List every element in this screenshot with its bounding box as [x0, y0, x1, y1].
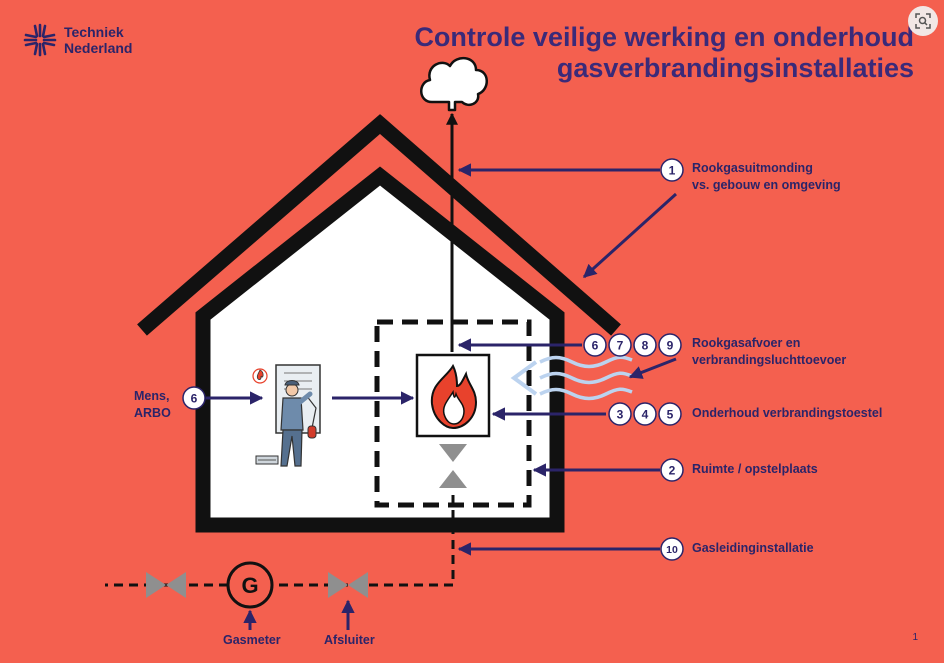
title-line-2: gasverbrandingsinstallaties	[556, 53, 914, 83]
label-2-line-1: Rookgasafvoer en	[692, 336, 801, 350]
title-line-1: Controle veilige werking en onderhoud	[414, 22, 914, 52]
gas-valve-left	[146, 572, 186, 598]
badge-10: 10	[660, 537, 684, 561]
svg-text:8: 8	[642, 339, 649, 353]
badge-9: 9	[658, 333, 682, 357]
technician-illustration	[252, 364, 321, 467]
label-1-line-2: vs. gebouw en omgeving	[692, 178, 841, 192]
label-2-line-2: verbrandingsluchttoevoer	[692, 353, 847, 367]
roof-outline	[137, 114, 621, 336]
arrow-1-roof	[582, 192, 678, 279]
label-arbo: ARBO	[134, 406, 171, 420]
label-mens: Mens,	[134, 389, 170, 403]
air-flow-icon	[510, 355, 633, 401]
svg-text:6: 6	[592, 339, 599, 353]
page-number: 1	[912, 632, 918, 643]
badge-1: 1	[660, 158, 684, 182]
gas-pipe	[105, 495, 455, 587]
label-mens-arbo: Mens, ARBO	[134, 388, 171, 422]
label-gasleiding: Gasleidinginstallatie	[692, 541, 814, 555]
svg-text:9: 9	[667, 339, 674, 353]
badge-3: 3	[608, 402, 632, 426]
badge-4: 4	[633, 402, 657, 426]
svg-text:4: 4	[642, 408, 649, 422]
gas-valve-icon	[439, 444, 467, 488]
label-gasmeter: Gasmeter	[223, 633, 281, 647]
gas-valve-right	[328, 572, 368, 598]
gas-meter-symbol	[226, 561, 274, 609]
svg-text:5: 5	[667, 408, 674, 422]
label-onderhoud: Onderhoud verbrandingstoestel	[692, 406, 883, 420]
brand-logo: Techniek Nederland	[22, 22, 132, 58]
techniek-nederland-logo	[23, 23, 57, 57]
gas-meter-letter: G	[241, 573, 258, 598]
svg-text:3: 3	[617, 408, 624, 422]
flame-icon	[430, 363, 478, 430]
label-afsluiter: Afsluiter	[324, 633, 375, 647]
brand-line-2: Nederland	[64, 40, 133, 56]
page-title: Controle veilige werking en onderhoud ga…	[414, 22, 914, 84]
badge-5: 5	[658, 402, 682, 426]
svg-text:10: 10	[666, 544, 678, 556]
smoke-cloud-icon	[420, 57, 488, 112]
svg-text:2: 2	[669, 464, 676, 478]
zoom-icon	[915, 13, 931, 29]
badge-2: 2	[660, 458, 684, 482]
label-rookgasafvoer: Rookgasafvoer en verbrandingsluchttoevoe…	[692, 335, 846, 369]
zoom-button[interactable]	[908, 6, 938, 36]
badge-mens: 6	[182, 386, 206, 410]
svg-text:1: 1	[669, 164, 676, 178]
arrow-air	[628, 357, 677, 379]
label-1-line-1: Rookgasuitmonding	[692, 161, 813, 175]
badge-8: 8	[633, 333, 657, 357]
badge-7: 7	[608, 333, 632, 357]
brand-line-1: Techniek	[64, 24, 124, 40]
svg-text:7: 7	[617, 339, 624, 353]
label-rookgasuitmonding: Rookgasuitmonding vs. gebouw en omgeving	[692, 160, 841, 194]
label-ruimte: Ruimte / opstelplaats	[692, 462, 818, 476]
svg-text:6: 6	[191, 392, 198, 406]
badge-6: 6	[583, 333, 607, 357]
